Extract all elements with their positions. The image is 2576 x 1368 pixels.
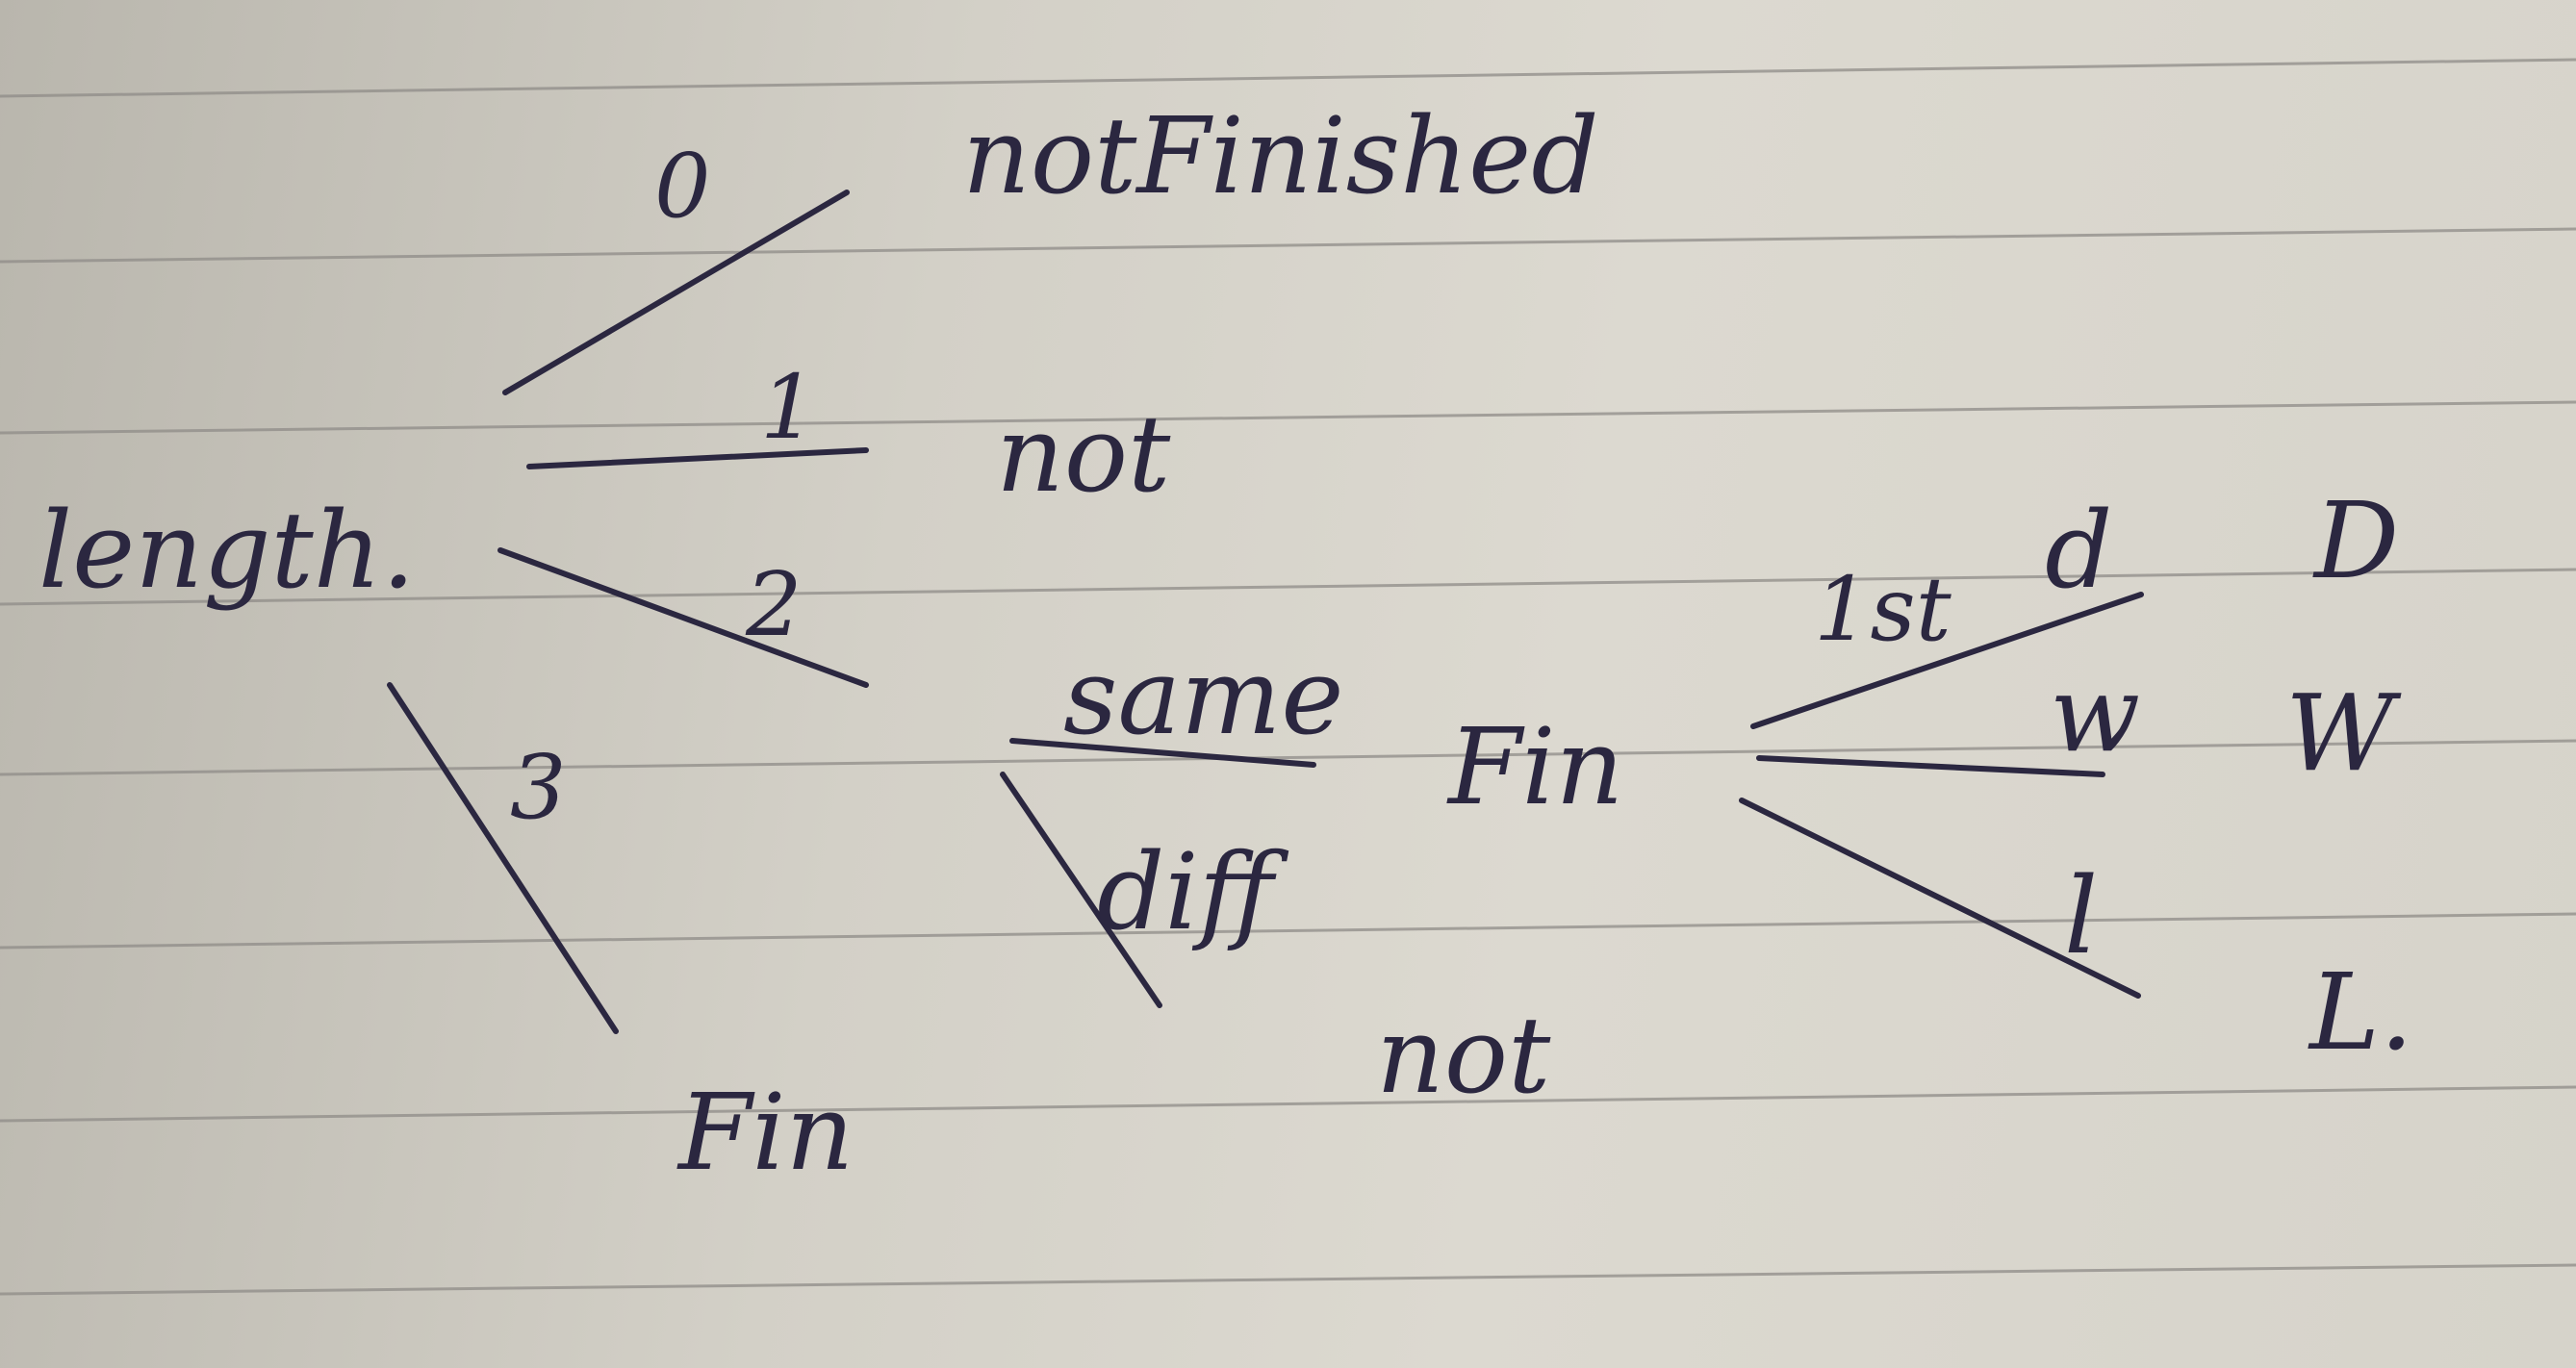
diff-outcome: not <box>1376 994 1551 1117</box>
same-outcome: Fin <box>1446 705 1623 828</box>
branch-0-outcome: notFinished <box>962 94 1599 217</box>
branch-3-label: 3 <box>510 736 567 839</box>
root-label: length. <box>38 489 416 612</box>
branch-0-edge <box>502 190 850 395</box>
option-w-letter: w <box>2050 652 2140 775</box>
diff-edge <box>1000 772 1162 1008</box>
branch-3-edge <box>387 682 619 1034</box>
option-d-result: D <box>2312 479 2399 602</box>
branch-1-edge <box>526 447 869 469</box>
ruled-line <box>0 58 2576 98</box>
branch-3-outcome: Fin <box>676 1071 854 1194</box>
ruled-line <box>0 568 2576 606</box>
branch-1-outcome: not <box>996 393 1171 516</box>
branch-1-label: 1 <box>760 356 817 459</box>
ruled-line <box>0 912 2576 950</box>
first-edge-label: 1st <box>1814 558 1952 661</box>
first-w-edge <box>1756 755 2105 777</box>
ruled-line <box>0 227 2576 264</box>
first-d-edge <box>1750 592 2144 729</box>
ruled-line <box>0 400 2576 435</box>
option-d-letter: d <box>2045 489 2112 612</box>
same-label: same <box>1063 635 1343 758</box>
same-edge <box>1009 738 1316 768</box>
branch-0-label: 0 <box>654 135 711 238</box>
ruled-line <box>0 1263 2576 1296</box>
ruled-lines <box>0 58 2576 1296</box>
option-l-letter: l <box>2064 854 2098 977</box>
ruled-line <box>0 1085 2576 1123</box>
option-w-result: W <box>2285 671 2402 795</box>
option-l-result: L. <box>2308 950 2413 1074</box>
branch-2-label: 2 <box>745 553 803 656</box>
ruled-line <box>0 739 2576 776</box>
first-l-edge <box>1739 798 2141 999</box>
diff-label: diff <box>1097 830 1289 953</box>
branch-2-edge <box>497 547 869 688</box>
